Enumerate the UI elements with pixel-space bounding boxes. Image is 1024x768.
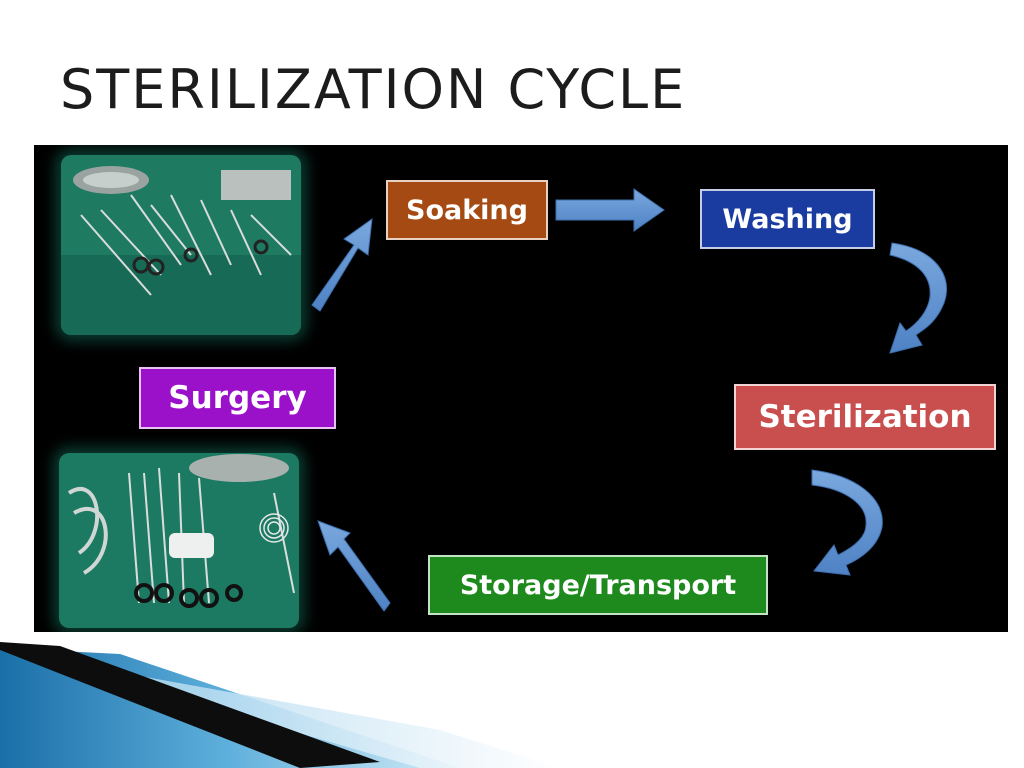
step-soaking-label: Soaking <box>406 194 528 226</box>
step-surgery: Surgery <box>139 367 336 429</box>
arrow-soaking-to-washing-icon <box>555 188 665 232</box>
step-washing: Washing <box>700 189 875 249</box>
step-storage-transport-label: Storage/Transport <box>459 569 737 601</box>
arrow-washing-to-sterilization-icon <box>889 242 948 354</box>
step-storage-transport: Storage/Transport <box>428 555 768 615</box>
decorative-swoosh <box>0 642 560 768</box>
step-sterilization-label: Sterilization <box>758 399 972 435</box>
arrow-storage-to-surgery-icon <box>317 520 391 612</box>
surgical-instruments-photo-top <box>61 155 301 335</box>
step-soaking: Soaking <box>386 180 548 240</box>
arrow-surgery-to-soaking-icon <box>311 217 373 312</box>
step-washing-label: Washing <box>722 203 853 235</box>
surgical-instruments-photo-bottom <box>59 453 299 628</box>
slide-title: STERILIZATION CYCLE <box>60 58 687 121</box>
arrow-sterilization-to-storage-icon <box>811 469 883 576</box>
step-surgery-label: Surgery <box>168 380 307 416</box>
sterilization-cycle-diagram: Soaking Washing Sterilization Storage/Tr… <box>34 145 1008 632</box>
step-sterilization: Sterilization <box>734 384 996 450</box>
flow-arrows <box>311 188 948 612</box>
